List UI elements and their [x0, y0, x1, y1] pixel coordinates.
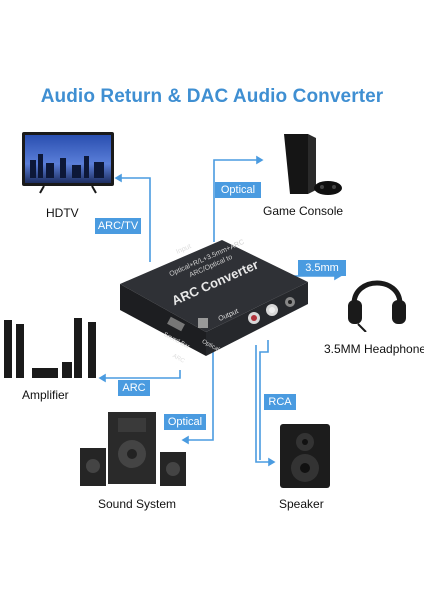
amplifier-label: Amplifier [22, 388, 69, 402]
tv-icon [22, 132, 114, 194]
line-arc [102, 370, 181, 379]
headphone-label: 3.5MM Headphone [324, 342, 424, 356]
game-console-label: Game Console [263, 204, 344, 218]
optical-bottom-tag: Optical [164, 414, 206, 430]
speaker-icon [280, 424, 330, 488]
headphone-device [344, 268, 410, 333]
sound-system-device [78, 408, 190, 488]
game-console-icon [284, 134, 342, 195]
hdtv-device [20, 130, 116, 194]
sound-system-label: Sound System [98, 497, 177, 511]
page-title: Audio Return & DAC Audio Converter [40, 86, 384, 107]
sound-system-icon [80, 412, 186, 486]
speaker-label: Speaker [279, 497, 324, 511]
rca-tag: RCA [264, 394, 296, 410]
speaker-device [278, 422, 332, 490]
arc-converter-device [112, 232, 312, 362]
amplifier-device [2, 316, 102, 380]
line-optical-top [213, 159, 260, 242]
hdtv-label: HDTV [46, 206, 79, 220]
optical-top-tag: Optical [215, 182, 261, 198]
speaker-set-icon [4, 318, 96, 378]
arc-tv-tag: ARC/TV [95, 218, 141, 234]
line-optical-bottom [185, 345, 214, 441]
line-rca [255, 345, 272, 463]
arc-tag: ARC [118, 380, 150, 396]
converter-box-icon [120, 240, 308, 356]
line-arc-tv [116, 177, 151, 262]
jack-tag: 3.5mm [298, 260, 346, 276]
headphone-icon [348, 280, 406, 333]
game-console-device [276, 132, 346, 198]
